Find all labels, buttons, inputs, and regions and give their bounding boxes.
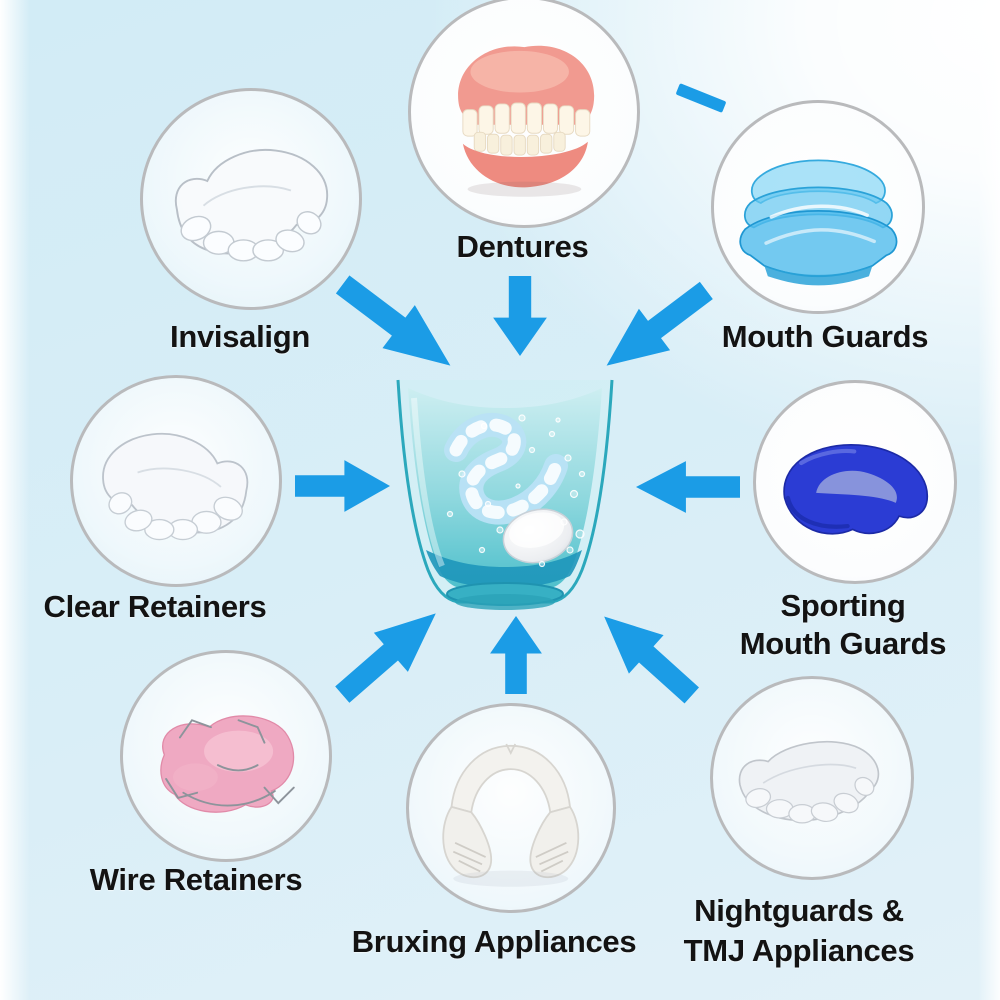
sporting-mouth-guard-image xyxy=(783,443,929,535)
label-invisalign: Invisalign xyxy=(170,319,310,354)
label-clear-retainers: Clear Retainers xyxy=(43,589,267,624)
mouth-guard-image xyxy=(739,159,898,286)
circle-bruxing-appliances xyxy=(406,703,616,913)
arrow-bruxing-appliances xyxy=(490,616,542,694)
label-line: Sporting xyxy=(780,588,906,623)
circle-wire-retainers xyxy=(120,650,332,862)
label-wire-retainers: Wire Retainers xyxy=(89,862,303,897)
nightguard-image xyxy=(738,740,880,824)
clear-retainer-image xyxy=(102,433,249,541)
circle-sporting-mouth-guards xyxy=(753,380,957,584)
dentures-image xyxy=(457,45,594,197)
blue-streak-accent xyxy=(675,83,727,113)
circle-dentures xyxy=(408,0,640,228)
bubbles xyxy=(446,414,586,568)
arrow-invisalign xyxy=(335,275,451,366)
effervescent-tablet xyxy=(502,508,574,564)
arrow-mouth-guards xyxy=(606,281,713,366)
label-nightguards-tmj: Nightguards & TMJ Appliances xyxy=(654,891,944,971)
label-mouth-guards: Mouth Guards xyxy=(721,319,929,354)
label-bruxing-appliances: Bruxing Appliances xyxy=(351,924,637,959)
arrow-clear-retainers xyxy=(295,460,390,512)
label-line: Nightguards & xyxy=(694,893,904,928)
circle-invisalign xyxy=(140,88,362,310)
label-line: Mouth Guards xyxy=(739,626,947,661)
circle-mouth-guards xyxy=(711,100,925,314)
arrow-sporting-mouth-guards xyxy=(636,461,740,513)
label-sporting-mouth-guards: Sporting Mouth Guards xyxy=(713,587,973,663)
invisalign-tray-image xyxy=(174,148,328,262)
label-dentures: Dentures xyxy=(456,229,589,264)
arrow-nightguards-tmj xyxy=(604,616,700,704)
label-line: TMJ Appliances xyxy=(683,933,915,968)
wire-retainer-image xyxy=(160,715,296,814)
circle-clear-retainers xyxy=(70,375,282,587)
arrow-dentures xyxy=(493,276,547,356)
circle-nightguards-tmj xyxy=(710,676,914,880)
arrow-wire-retainers xyxy=(335,613,436,703)
bruxing-appliance-image xyxy=(442,743,580,887)
cleaning-glass xyxy=(396,379,614,610)
